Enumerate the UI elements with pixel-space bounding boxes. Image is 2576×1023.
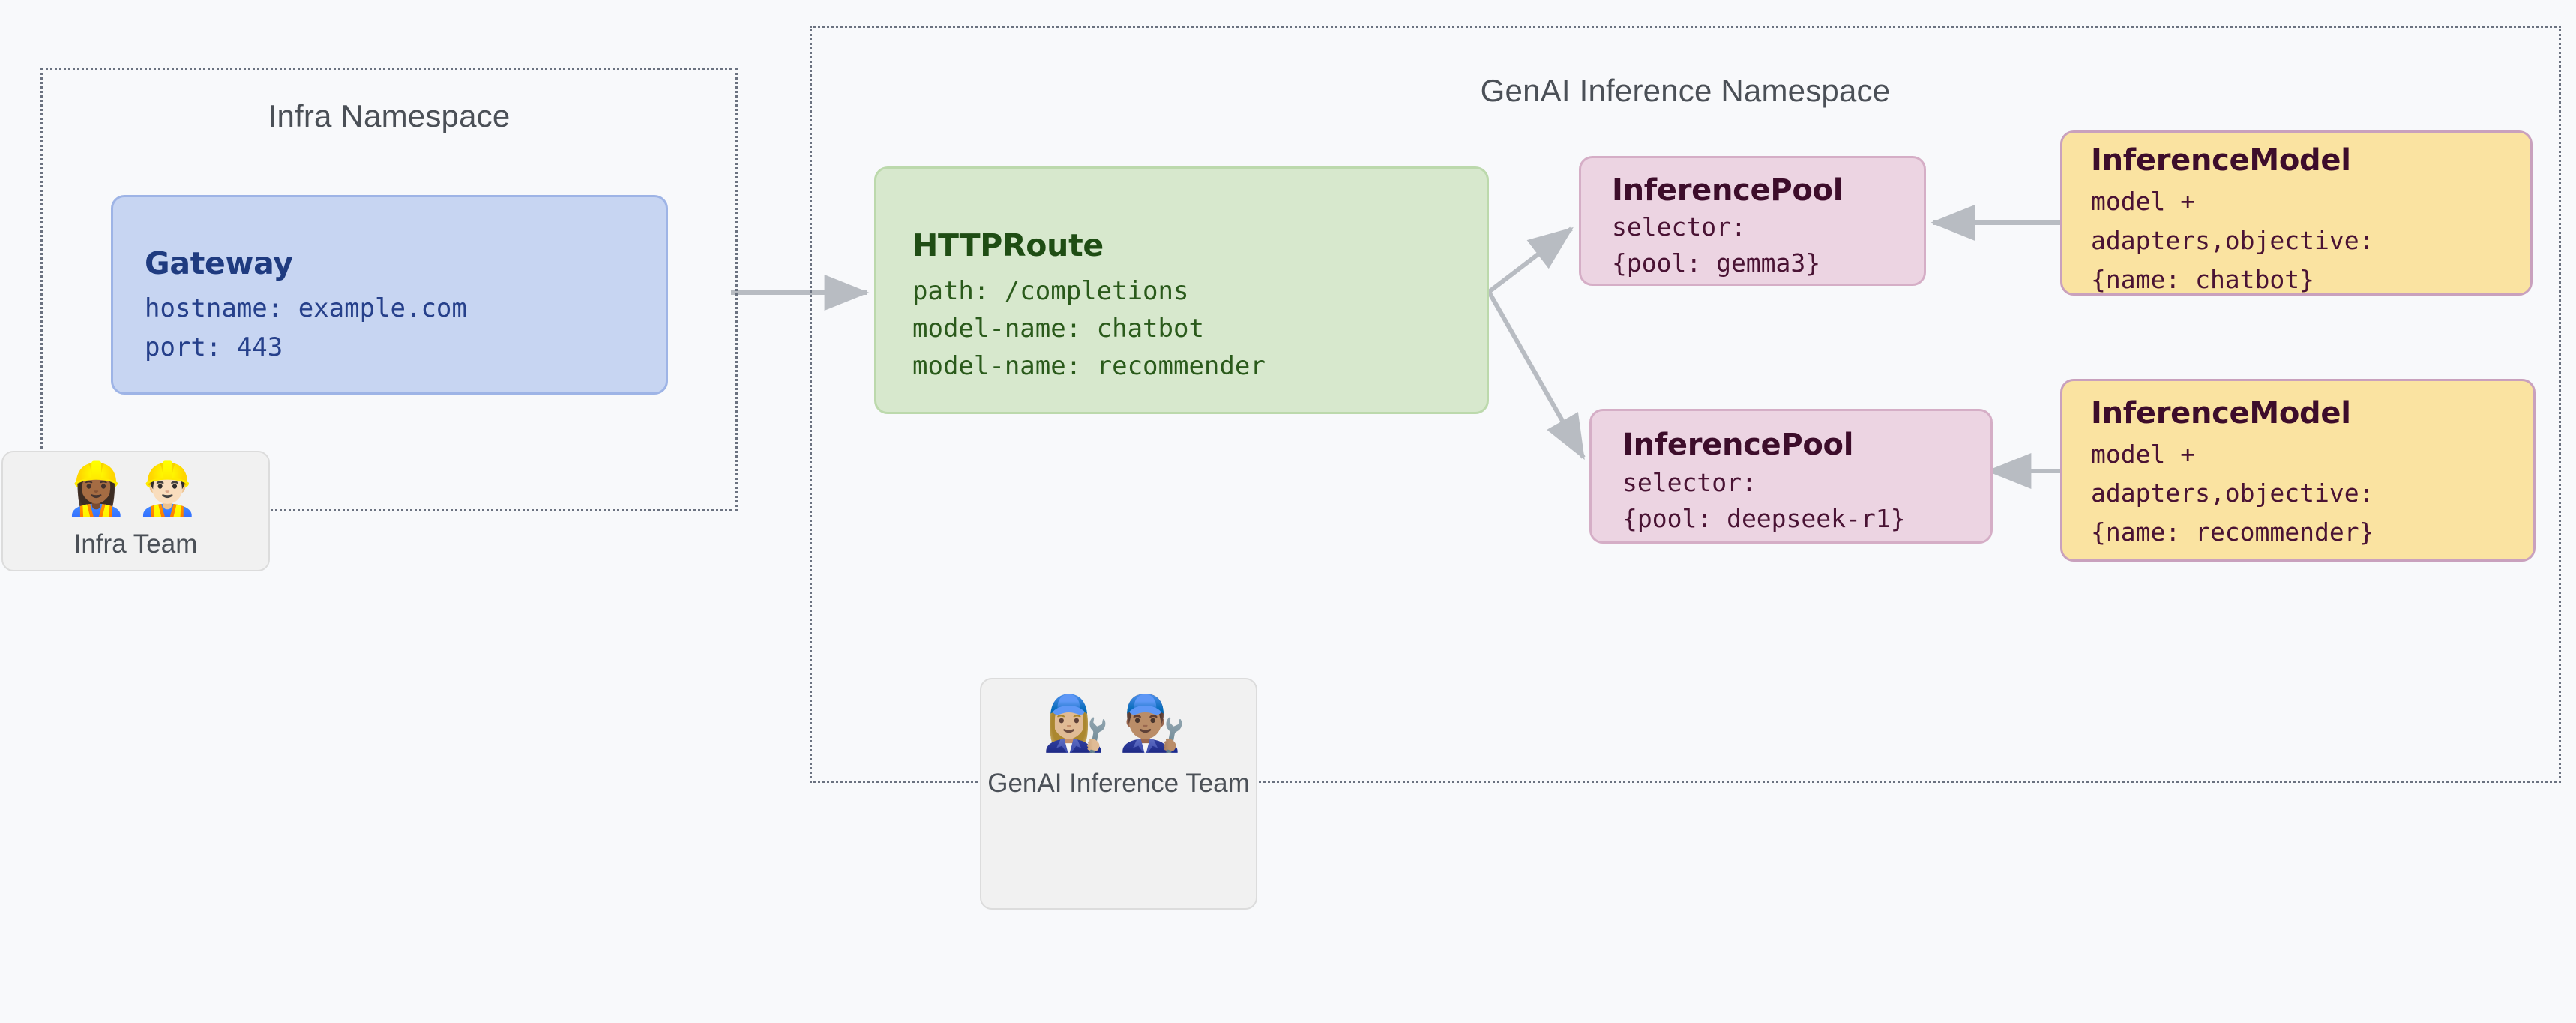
- genai-namespace-title: GenAI Inference Namespace: [1480, 73, 1891, 108]
- mechanic-icons: 👩🏼‍🔧👨🏽‍🔧: [1042, 692, 1195, 754]
- infra-team-card[interactable]: 👷🏾‍♀️👷🏻‍♂️ Infra Team: [1, 451, 270, 572]
- inference-model-chatbot-node[interactable]: InferenceModel model + adapters,objectiv…: [2060, 130, 2533, 296]
- genai-inference-team-card[interactable]: 👩🏼‍🔧👨🏽‍🔧 GenAI Inference Team: [980, 678, 1257, 910]
- genai-namespace-container: GenAI Inference Namespace: [810, 26, 2561, 783]
- inference-model-recommender-title: InferenceModel: [2091, 396, 2351, 430]
- inference-model-chatbot-title: InferenceModel: [2091, 143, 2351, 178]
- gateway-node-title: Gateway: [145, 245, 293, 281]
- inference-pool-gemma3-title: InferencePool: [1612, 173, 1844, 208]
- gateway-node[interactable]: Gateway hostname: example.com port: 443: [111, 195, 668, 394]
- inference-pool-gemma3-body: selector: {pool: gemma3}: [1612, 212, 1821, 278]
- inference-pool-gemma3-node[interactable]: InferencePool selector: {pool: gemma3}: [1579, 156, 1926, 286]
- inference-pool-deepseek-body: selector: {pool: deepseek-r1}: [1622, 468, 1906, 533]
- infra-team-label: Infra Team: [73, 530, 198, 559]
- construction-worker-icons: 👷🏾‍♀️👷🏻‍♂️: [64, 460, 207, 519]
- httproute-node-body: path: /completions model-name: chatbot m…: [912, 276, 1266, 381]
- inference-pool-deepseek-node[interactable]: InferencePool selector: {pool: deepseek-…: [1589, 409, 1993, 544]
- genai-inference-team-label: GenAI Inference Team: [987, 769, 1250, 798]
- httproute-node[interactable]: HTTPRoute path: /completions model-name:…: [874, 166, 1489, 414]
- inference-model-recommender-body: model + adapters,objective: {name: recom…: [2091, 440, 2374, 547]
- gateway-node-body: hostname: example.com port: 443: [145, 293, 467, 362]
- infra-namespace-title: Infra Namespace: [268, 98, 511, 134]
- inference-pool-deepseek-title: InferencePool: [1622, 428, 1854, 462]
- httproute-node-title: HTTPRoute: [912, 227, 1104, 263]
- inference-model-recommender-node[interactable]: InferenceModel model + adapters,objectiv…: [2060, 379, 2536, 562]
- infra-namespace-container: Infra Namespace: [40, 68, 738, 512]
- inference-model-chatbot-body: model + adapters,objective: {name: chatb…: [2091, 187, 2374, 294]
